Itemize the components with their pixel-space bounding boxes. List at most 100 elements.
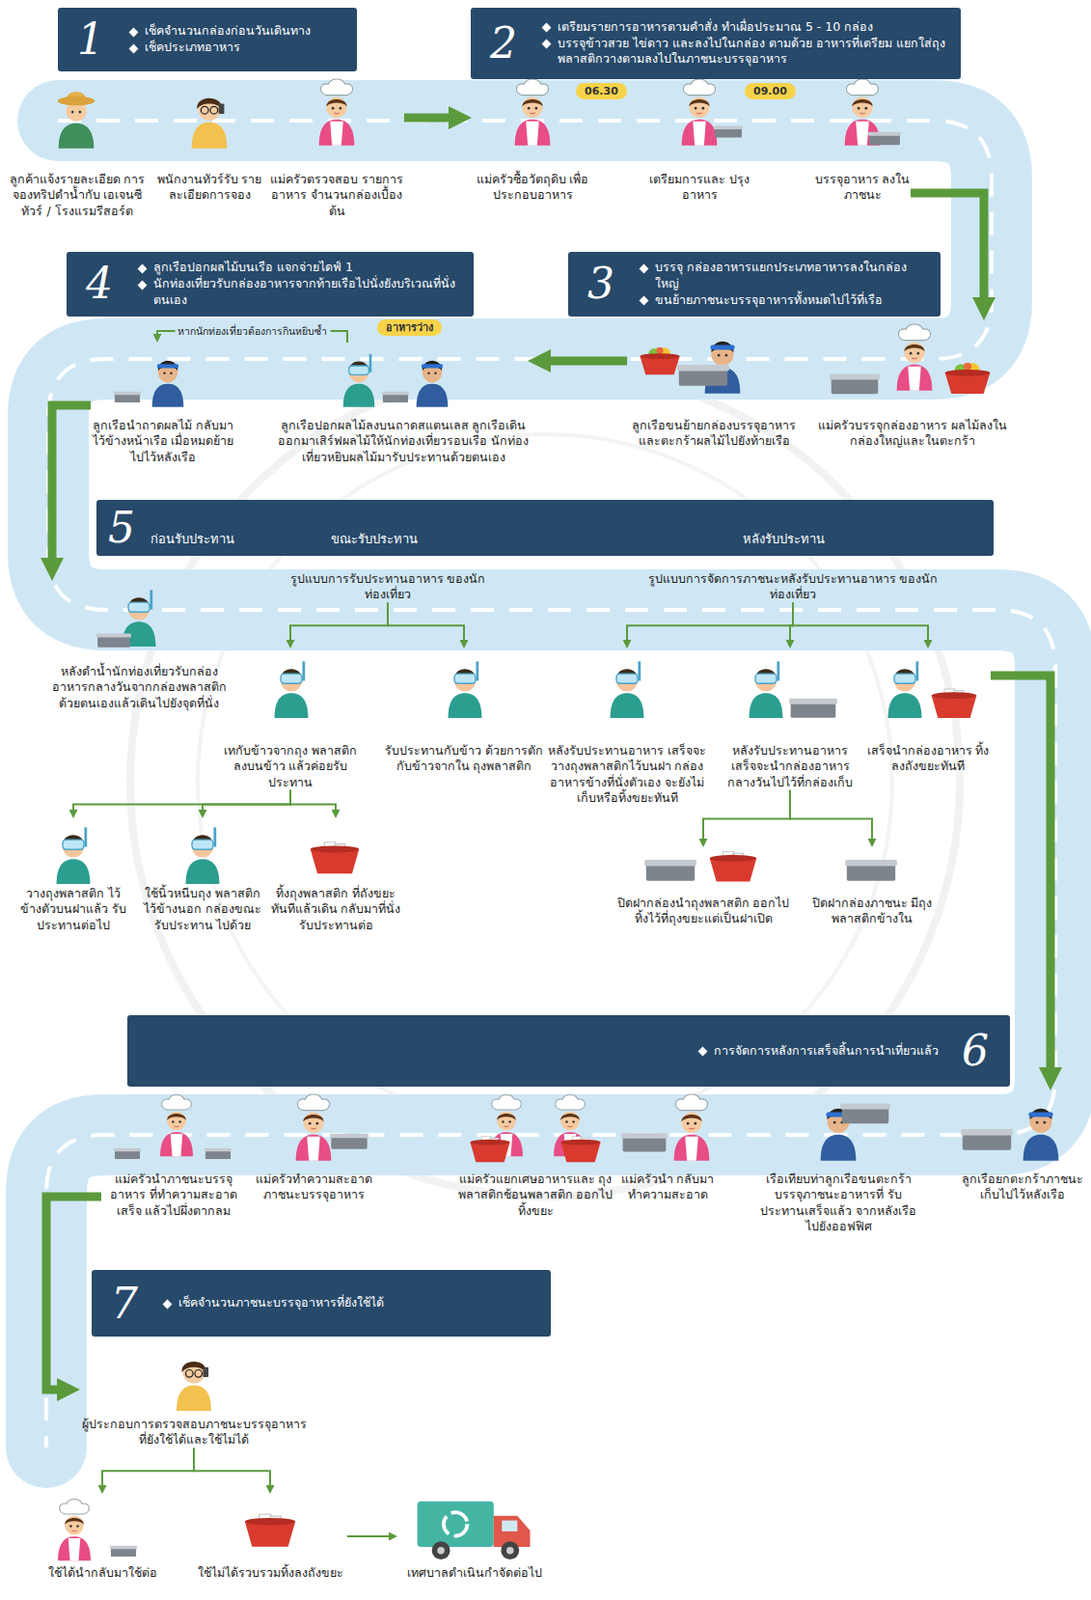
process-box: หลังรับประทานอาหาร เสร็จจะวางถุงพลาสติกไ… xyxy=(545,648,710,806)
trash-basket xyxy=(931,688,978,718)
process-box: เสร็จนำกล่องอาหาร ทิ้งลงถังขยะทันที xyxy=(865,648,991,775)
process-box: ใช้ไม่ได้รวบรวมทิ้งลงถังขยะ xyxy=(192,1493,348,1581)
process-box: ปิดฝากล่องภาชนะ มีถุงพลาสติกข้างใน xyxy=(809,846,935,928)
tag-text: 09.00 xyxy=(753,83,788,99)
fruit-tray xyxy=(381,391,410,403)
food-box xyxy=(644,859,697,881)
process-box: แม่ครัวบรรจุกล่องอาหาร ผลไม้ลงในกล่องใหญ… xyxy=(818,318,1008,450)
process-box: ปิดฝากล่องนำถุงพลาสติก ออกไปทิ้งไว้ที่ถุ… xyxy=(611,846,795,928)
trash-basket xyxy=(709,850,758,881)
step-number: 4 xyxy=(85,262,113,305)
food-tray xyxy=(713,126,743,138)
flow-arrow xyxy=(404,113,449,123)
caption: ลูกเรือขนย้ายกล่องบรรจุอาหาร และตะกร้าผล… xyxy=(627,417,801,450)
fruit-tray xyxy=(113,391,141,403)
step-band: 2เตรียมรายการอาหารตามคำสั่ง ทำเผื่อประมา… xyxy=(470,7,961,80)
caption: วางถุงพลาสติก ไว้ข้างตัวบนฝาแล้ว รับประท… xyxy=(19,885,128,933)
group-label: รูปแบบการรับประทานอาหาร ของนักท่องเที่ยว xyxy=(281,571,494,603)
group-heading: รูปแบบการรับประทานอาหาร ของนักท่องเที่ยว xyxy=(281,571,494,603)
branch-arrow xyxy=(792,602,928,641)
step-text: บรรจุข้าวสวย ไข่ดาว และลงไปในกล่อง ตามด้… xyxy=(542,35,948,69)
process-box: ลูกเรือยกตะกร้าภาชนะ เก็บไปไว้หลังเรือ xyxy=(959,1088,1086,1203)
step-number: 6 xyxy=(961,1029,989,1072)
tourist-figure xyxy=(749,660,784,718)
caption: แม่ครัวนำ กลับมา ทำความสะอาด xyxy=(619,1171,716,1203)
time-tag: 09.00 xyxy=(744,82,796,100)
road-band xyxy=(46,120,1056,1447)
food-box xyxy=(960,1128,1013,1150)
caption: หลังรับประทานอาหาร เสร็จจะนำกล่องอาหาร ก… xyxy=(722,742,858,791)
step-text: เช็คจำนวนภาชนะบรรจุอาหารที่ยังใช้ได้ xyxy=(163,1294,538,1311)
flow-arrow xyxy=(550,356,628,366)
caption: ปิดฝากล่องภาชนะ มีถุงพลาสติกข้างใน xyxy=(809,895,935,928)
process-box: ลูกเรือขนย้ายกล่องบรรจุอาหาร และตะกร้าผล… xyxy=(627,318,801,450)
cook-figure xyxy=(319,79,355,146)
step-number: 2 xyxy=(490,22,518,65)
drying-box xyxy=(109,1545,137,1556)
process-box: แม่ครัวทำความสะอาด ภาชนะบรรจุอาหาร xyxy=(245,1088,382,1203)
process-box: ผู้ประกอบการตรวจสอบภาชนะบรรจุอาหาร ที่ยั… xyxy=(78,1340,310,1448)
process-box: ลูกเรือนำถาดผลไม้ กลับมาไว้ข้างหน้าเรือ … xyxy=(90,342,236,465)
cook-figure xyxy=(296,1093,332,1161)
food-box xyxy=(96,632,132,647)
branch-arrow xyxy=(627,602,793,641)
branch-arrow xyxy=(347,1534,389,1537)
tourist-figure xyxy=(448,660,483,718)
caption: เทศบาลดำเนินกำจัดต่อไป xyxy=(397,1564,552,1581)
process-box: ลูกค้าแจ้งรายละเอียด การจองทริปดำน้ำกับ … xyxy=(4,75,150,219)
process-box: แม่ครัวนำ กลับมา ทำความสะอาด xyxy=(619,1088,716,1203)
caption: พนักงานทัวร์รับ รายละเอียดการจอง xyxy=(151,171,268,204)
step-text: เช็คประเภทอาหาร xyxy=(129,39,344,56)
food-box xyxy=(621,1132,668,1151)
step-number: 7 xyxy=(110,1281,138,1325)
caption: แม่ครัวตรวจสอบ รายการอาหาร จำนวนกล่องเบื… xyxy=(269,171,405,219)
phase-heading: ก่อนรับประทาน xyxy=(150,528,235,549)
branch-arrow xyxy=(202,790,291,810)
step-number: 5 xyxy=(108,506,136,549)
caption: บรรจุอาหาร ลงในภาชนะ xyxy=(814,171,911,204)
caption: ลูกค้าแจ้งรายละเอียด การจองทริปดำน้ำกับ … xyxy=(4,171,150,219)
caption: รับประทานกับข้าว ด้วยการตักกับข้าวจากใน … xyxy=(381,742,546,775)
process-box: รับประทานกับข้าว ด้วยการตักกับข้าวจากใน … xyxy=(381,648,546,775)
crew-figure xyxy=(1023,1108,1060,1161)
phase-heading: หลังรับประทาน xyxy=(742,528,825,549)
caption: ใช้ได้นำกลับมาใช้ต่อ xyxy=(39,1564,165,1581)
caption: แม่ครัวบรรจุกล่องอาหาร ผลไม้ลงในกล่องใหญ… xyxy=(818,417,1008,450)
tag-text: อาหารว่าง xyxy=(385,320,434,335)
trash-basket xyxy=(469,1136,510,1162)
food-box xyxy=(329,1133,369,1149)
process-box: หลังรับประทานอาหาร เสร็จจะนำกล่องอาหาร ก… xyxy=(722,648,858,791)
edge-label: หากนักท่องเที่ยวต้องการกินหยิบซ้ำ xyxy=(174,323,330,340)
process-box: ใช้ได้นำกลับมาใช้ต่อ xyxy=(39,1493,165,1581)
time-tag: 06.30 xyxy=(575,82,628,100)
tourist-figure xyxy=(610,660,645,718)
step-text: ขนย้ายภาชนะบรรจุอาหารทั้งหมดไปไว้ที่เรือ xyxy=(639,292,928,309)
step-band: 7 เช็คจำนวนภาชนะบรรจุอาหารที่ยังใช้ได้ xyxy=(91,1269,551,1337)
process-box: บรรจุอาหาร ลงในภาชนะ xyxy=(814,75,911,204)
cook-figure xyxy=(57,1499,91,1561)
process-box: เทศบาลดำเนินกำจัดต่อไป xyxy=(397,1493,552,1581)
trash-basket xyxy=(310,842,359,873)
branch-arrow xyxy=(387,602,464,641)
fruit-basket xyxy=(639,347,680,376)
step-text: เช็คจำนวนกล่องก่อนวันเดินทาง xyxy=(129,23,344,40)
caption: เทกับข้าวจากถุง พลาสติกลงบนข้าว แล้วค่อย… xyxy=(222,742,358,791)
crew-figure xyxy=(152,360,185,408)
step-text: ลูกเรือปอกผลไม้บนเรือ แจกจ่ายไดฟ์ 1 xyxy=(137,259,461,276)
caption: เตรียมการและ ปรุงอาหาร xyxy=(641,171,758,204)
caption: ผู้ประกอบการตรวจสอบภาชนะบรรจุอาหาร ที่ยั… xyxy=(78,1416,310,1448)
tourist-figure xyxy=(56,826,91,884)
step-band: 4ลูกเรือปอกผลไม้บนเรือ แจกจ่ายไดฟ์ 1นักท… xyxy=(66,251,474,317)
staff-figure xyxy=(191,98,228,149)
caption: ลูกเรือนำถาดผลไม้ กลับมาไว้ข้างหน้าเรือ … xyxy=(90,417,236,465)
branch-arrow xyxy=(290,602,388,641)
step-text: บรรจุ กล่องอาหารแยกประเภทอาหารลงในกล่องใ… xyxy=(639,259,928,293)
road-centerline xyxy=(46,120,1056,1447)
process-box: แม่ครัวตรวจสอบ รายการอาหาร จำนวนกล่องเบื… xyxy=(269,75,405,219)
caption: ปิดฝากล่องนำถุงพลาสติก ออกไปทิ้งไว้ที่ถุ… xyxy=(611,895,795,928)
branch-arrow xyxy=(193,1447,271,1486)
phase-heading: ขณะรับประทาน xyxy=(330,528,418,549)
fruit-basket xyxy=(945,362,991,395)
